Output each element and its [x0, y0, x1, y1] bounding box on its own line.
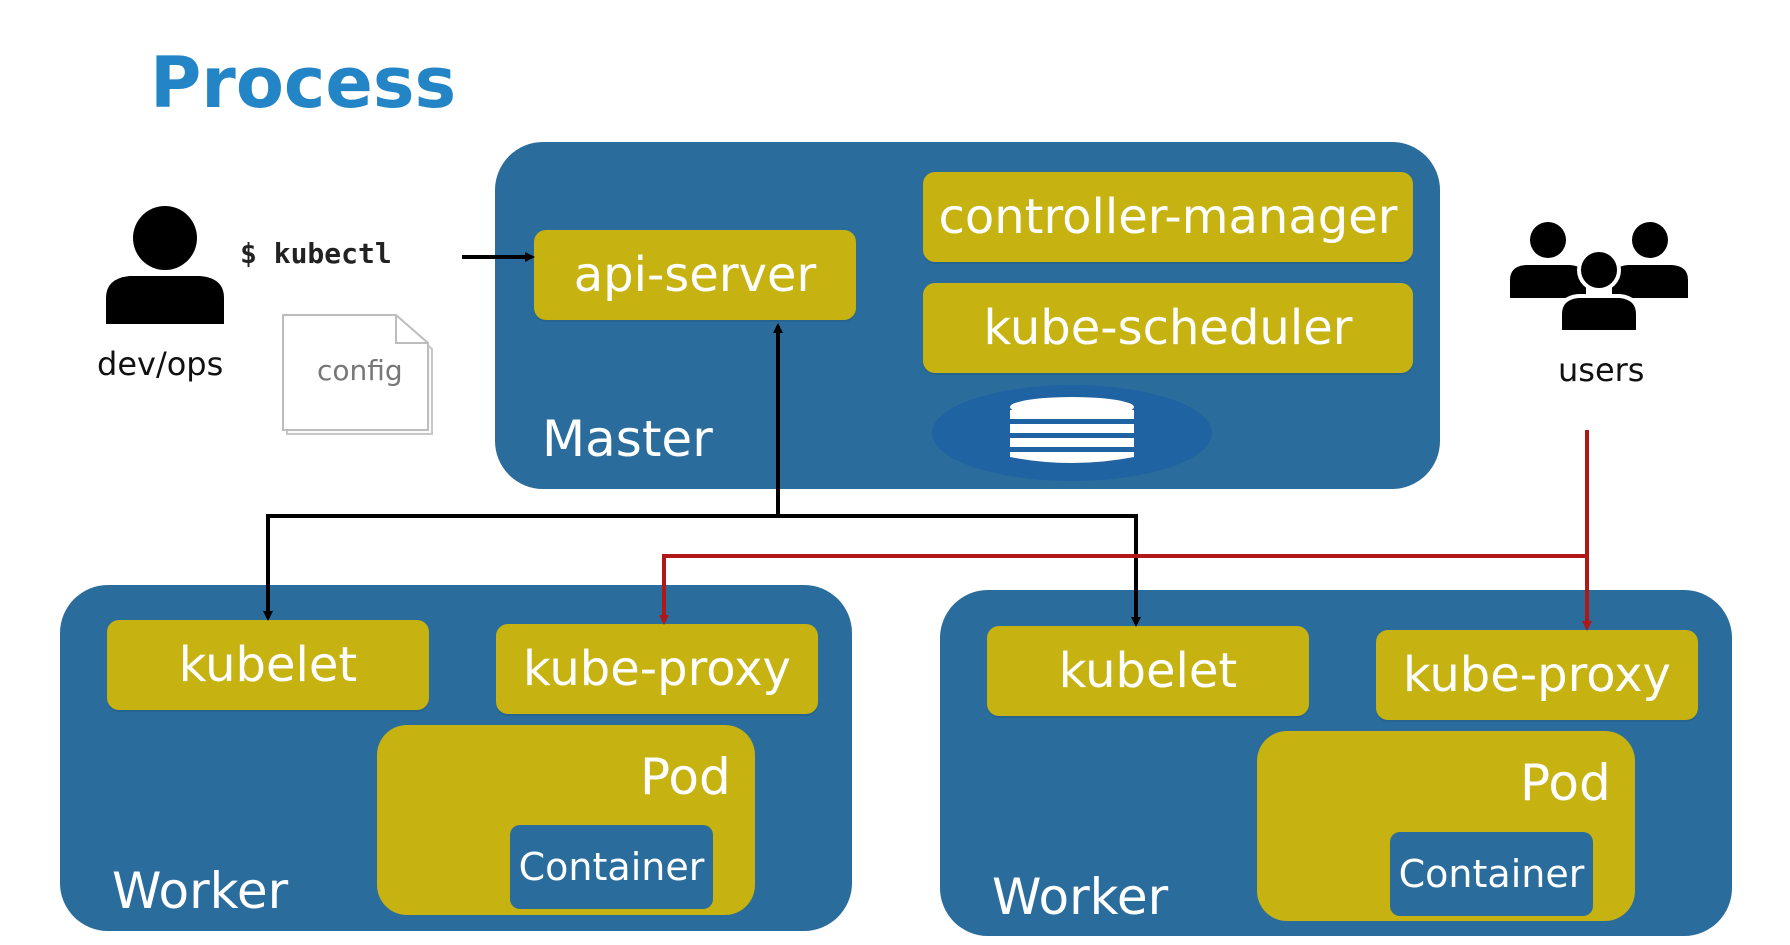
person-icon: [106, 206, 224, 324]
master-label: Master: [542, 410, 713, 468]
pod-label: Pod: [1520, 754, 1611, 812]
api-server-box: api-server: [534, 230, 856, 320]
kube-proxy-box: kube-proxy: [1376, 630, 1698, 720]
etcd-database-icon: [932, 385, 1212, 481]
kube-proxy-1-arrow: [659, 554, 1587, 625]
kubelet-box: kubelet: [107, 620, 429, 710]
users-group-icon: [1510, 222, 1688, 332]
page-title: Process: [150, 42, 457, 124]
container-box: Container: [510, 825, 713, 909]
kubelet-box: kubelet: [987, 626, 1309, 716]
kubelet-1-arrow: [263, 514, 778, 621]
kubectl-command: $ kubectl: [240, 237, 392, 270]
kube-proxy-box: kube-proxy: [496, 624, 818, 714]
users-label: users: [1558, 351, 1645, 389]
container-box: Container: [1390, 832, 1593, 916]
kube-scheduler-box: kube-scheduler: [923, 283, 1413, 373]
kubelet-2-arrow: [778, 514, 1141, 627]
worker-label: Worker: [992, 868, 1169, 926]
controller-manager-box: controller-manager: [923, 172, 1413, 262]
pod-label: Pod: [640, 748, 731, 806]
config-label: config: [317, 354, 403, 387]
config-document-icon: [282, 314, 433, 435]
devops-label: dev/ops: [97, 345, 224, 383]
worker-label: Worker: [112, 862, 289, 920]
